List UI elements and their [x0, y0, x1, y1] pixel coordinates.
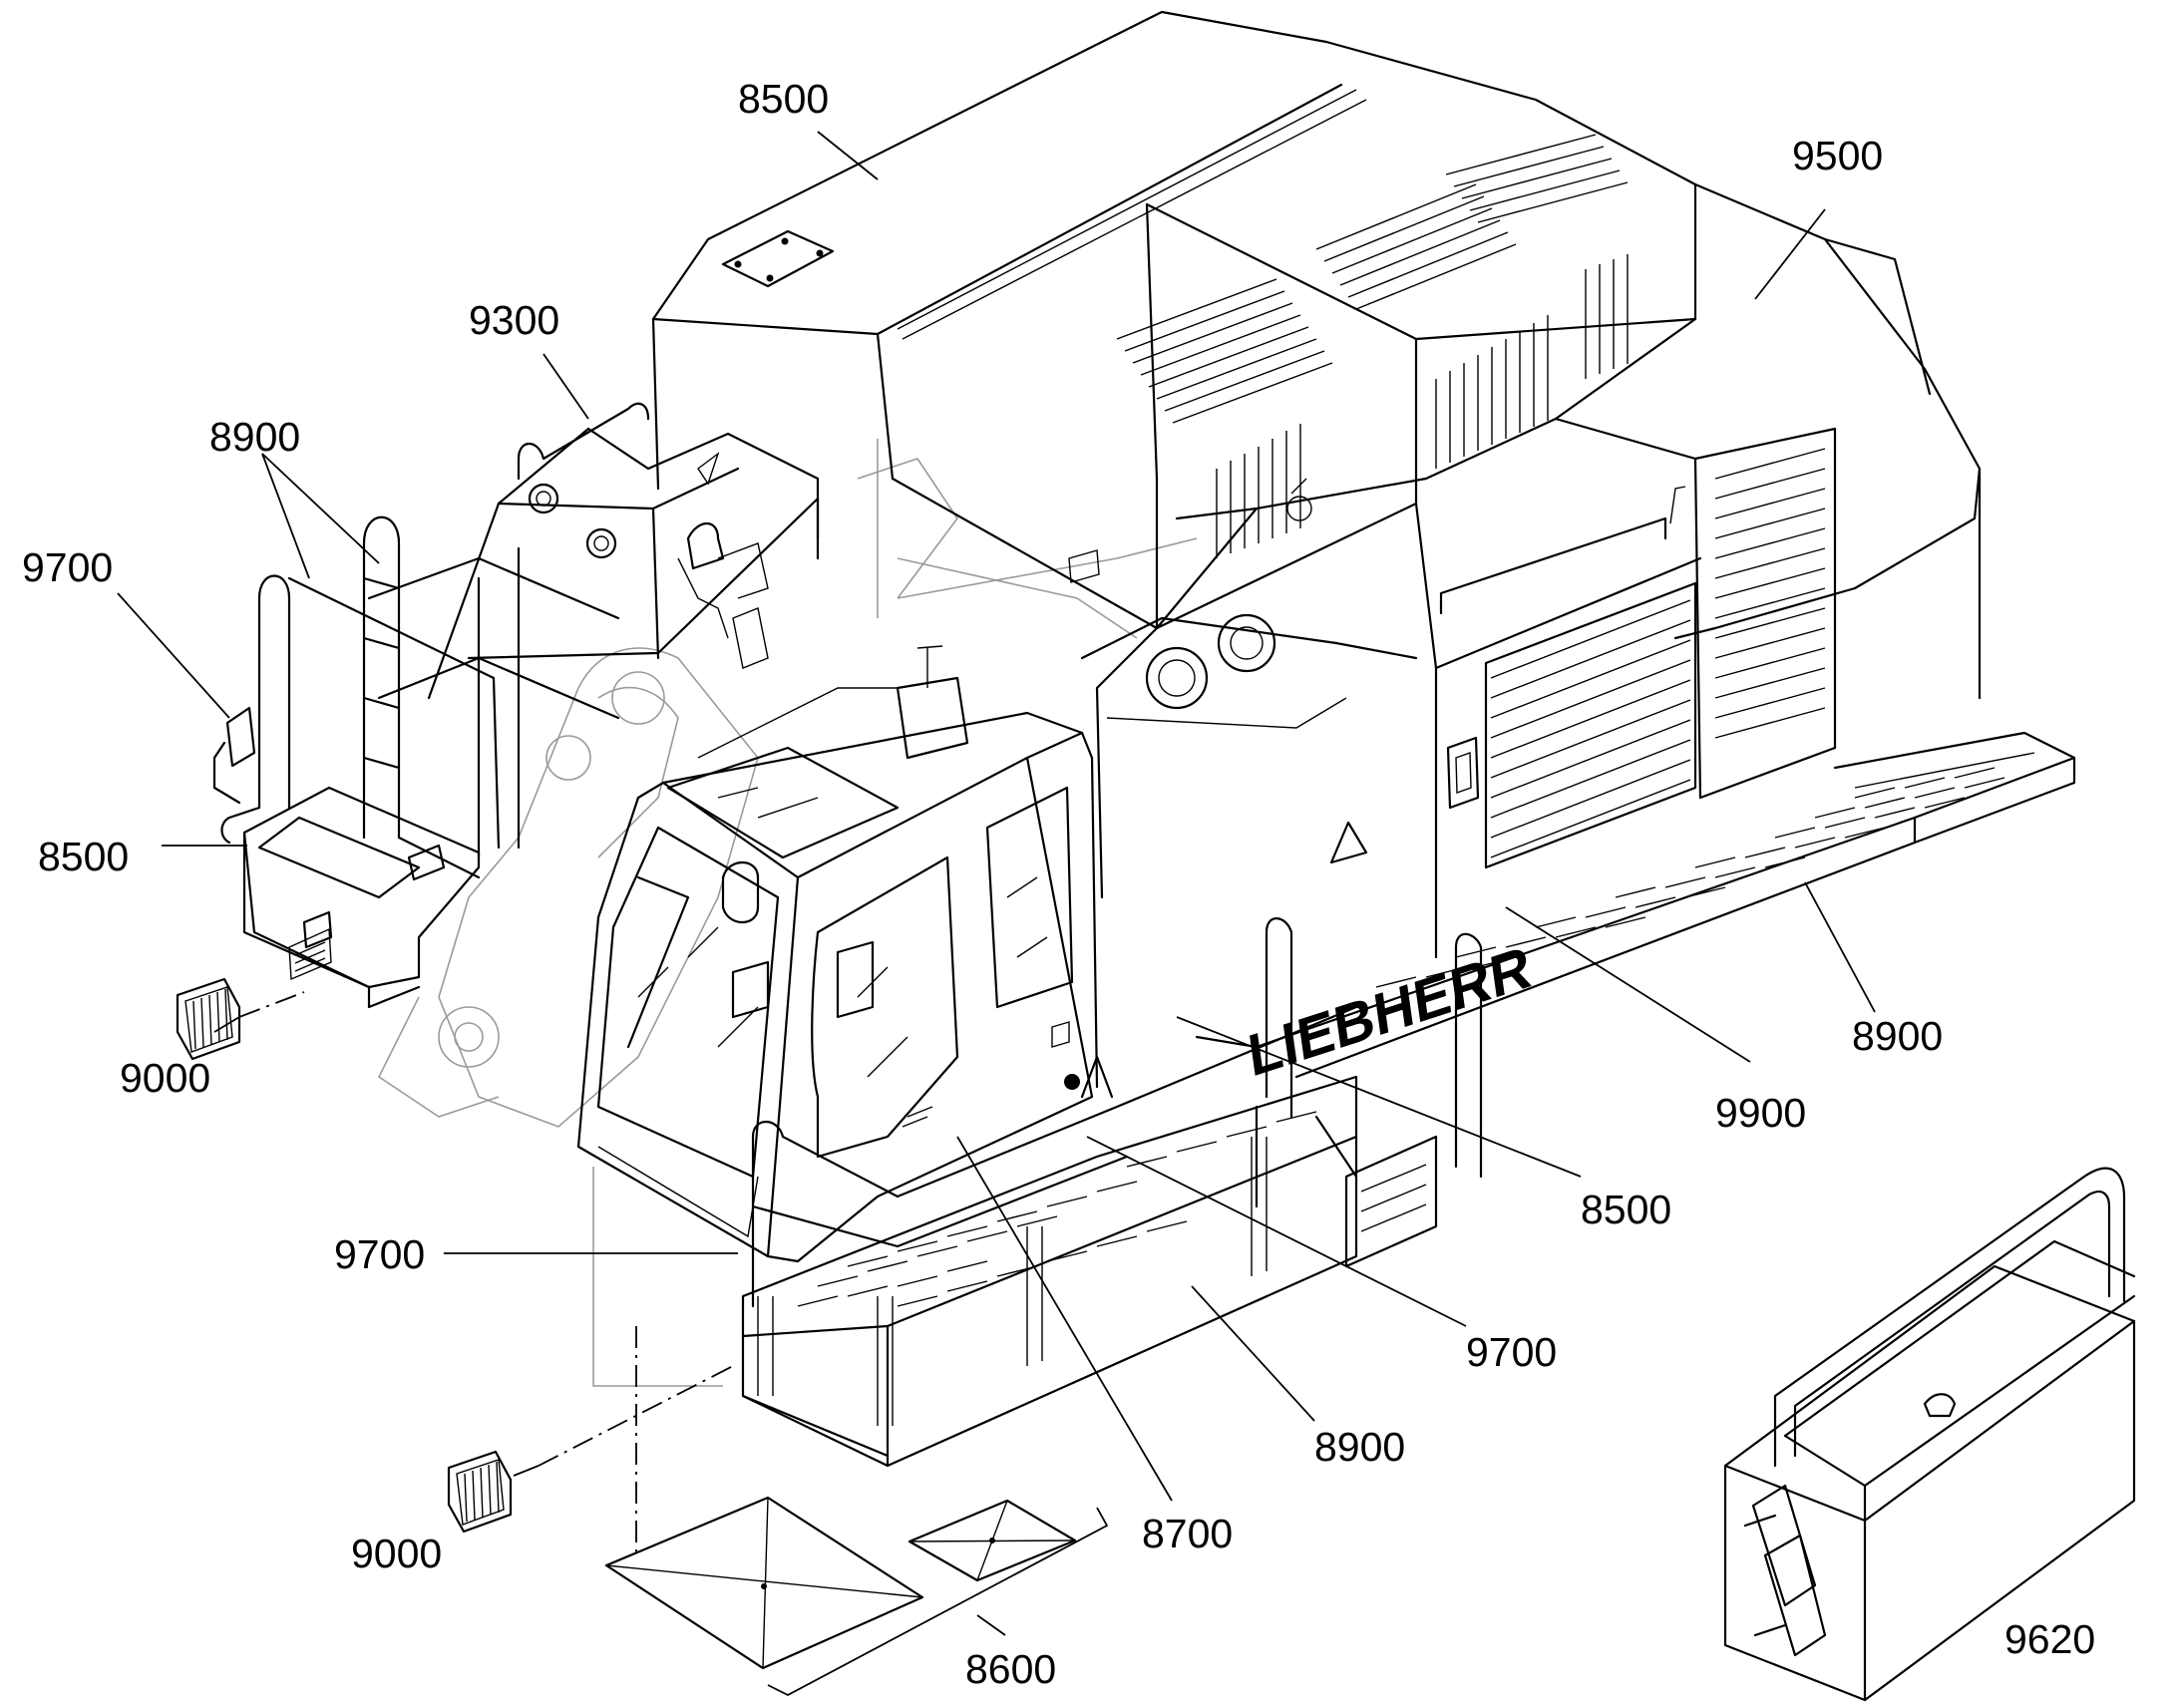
- leader-lines: [117, 131, 1876, 1697]
- label-9300: 9300: [469, 297, 559, 343]
- label-8600: 8600: [965, 1646, 1056, 1692]
- label-9000-left: 9000: [120, 1055, 210, 1101]
- label-8700: 8700: [1142, 1511, 1233, 1556]
- walkway-front: [741, 1005, 1438, 1468]
- tool-box: [1723, 1167, 2136, 1702]
- label-9700-bottom-left: 9700: [334, 1231, 425, 1277]
- label-8900-bottom: 8900: [1314, 1424, 1405, 1470]
- label-9620: 9620: [2004, 1616, 2095, 1662]
- left-tank: [427, 402, 820, 700]
- cover-plates: [604, 1496, 1077, 1670]
- left-step-box: [242, 786, 481, 1009]
- label-8900-right: 8900: [1852, 1013, 1943, 1059]
- work-light-bottom: [447, 1450, 513, 1534]
- part-labels: 8500 9500 9300 8900 9700 8500 9000 8900 …: [22, 76, 2095, 1692]
- left-mirror: [212, 706, 256, 805]
- label-8500-left: 8500: [38, 834, 129, 879]
- label-9000-bottom: 9000: [351, 1531, 442, 1576]
- hood-grill-patterns: [1116, 134, 1629, 558]
- label-9700-bottom-right: 9700: [1466, 1329, 1557, 1375]
- walkway-right: [1195, 731, 2076, 1208]
- ghost-structure: [377, 439, 1198, 1387]
- work-light-left: [176, 977, 241, 1061]
- left-ladder-rail: [220, 515, 620, 879]
- main-body: [1080, 182, 1982, 959]
- label-8500-hood: 8500: [738, 76, 829, 122]
- label-8500-right: 8500: [1581, 1187, 1671, 1232]
- brand-logo: LIEBHERR: [1245, 934, 1535, 1090]
- label-9500: 9500: [1792, 133, 1883, 178]
- label-8900-left: 8900: [209, 414, 300, 460]
- label-9700-left: 9700: [22, 544, 113, 590]
- label-9900: 9900: [1715, 1090, 1806, 1136]
- operator-cab: [576, 645, 1099, 1263]
